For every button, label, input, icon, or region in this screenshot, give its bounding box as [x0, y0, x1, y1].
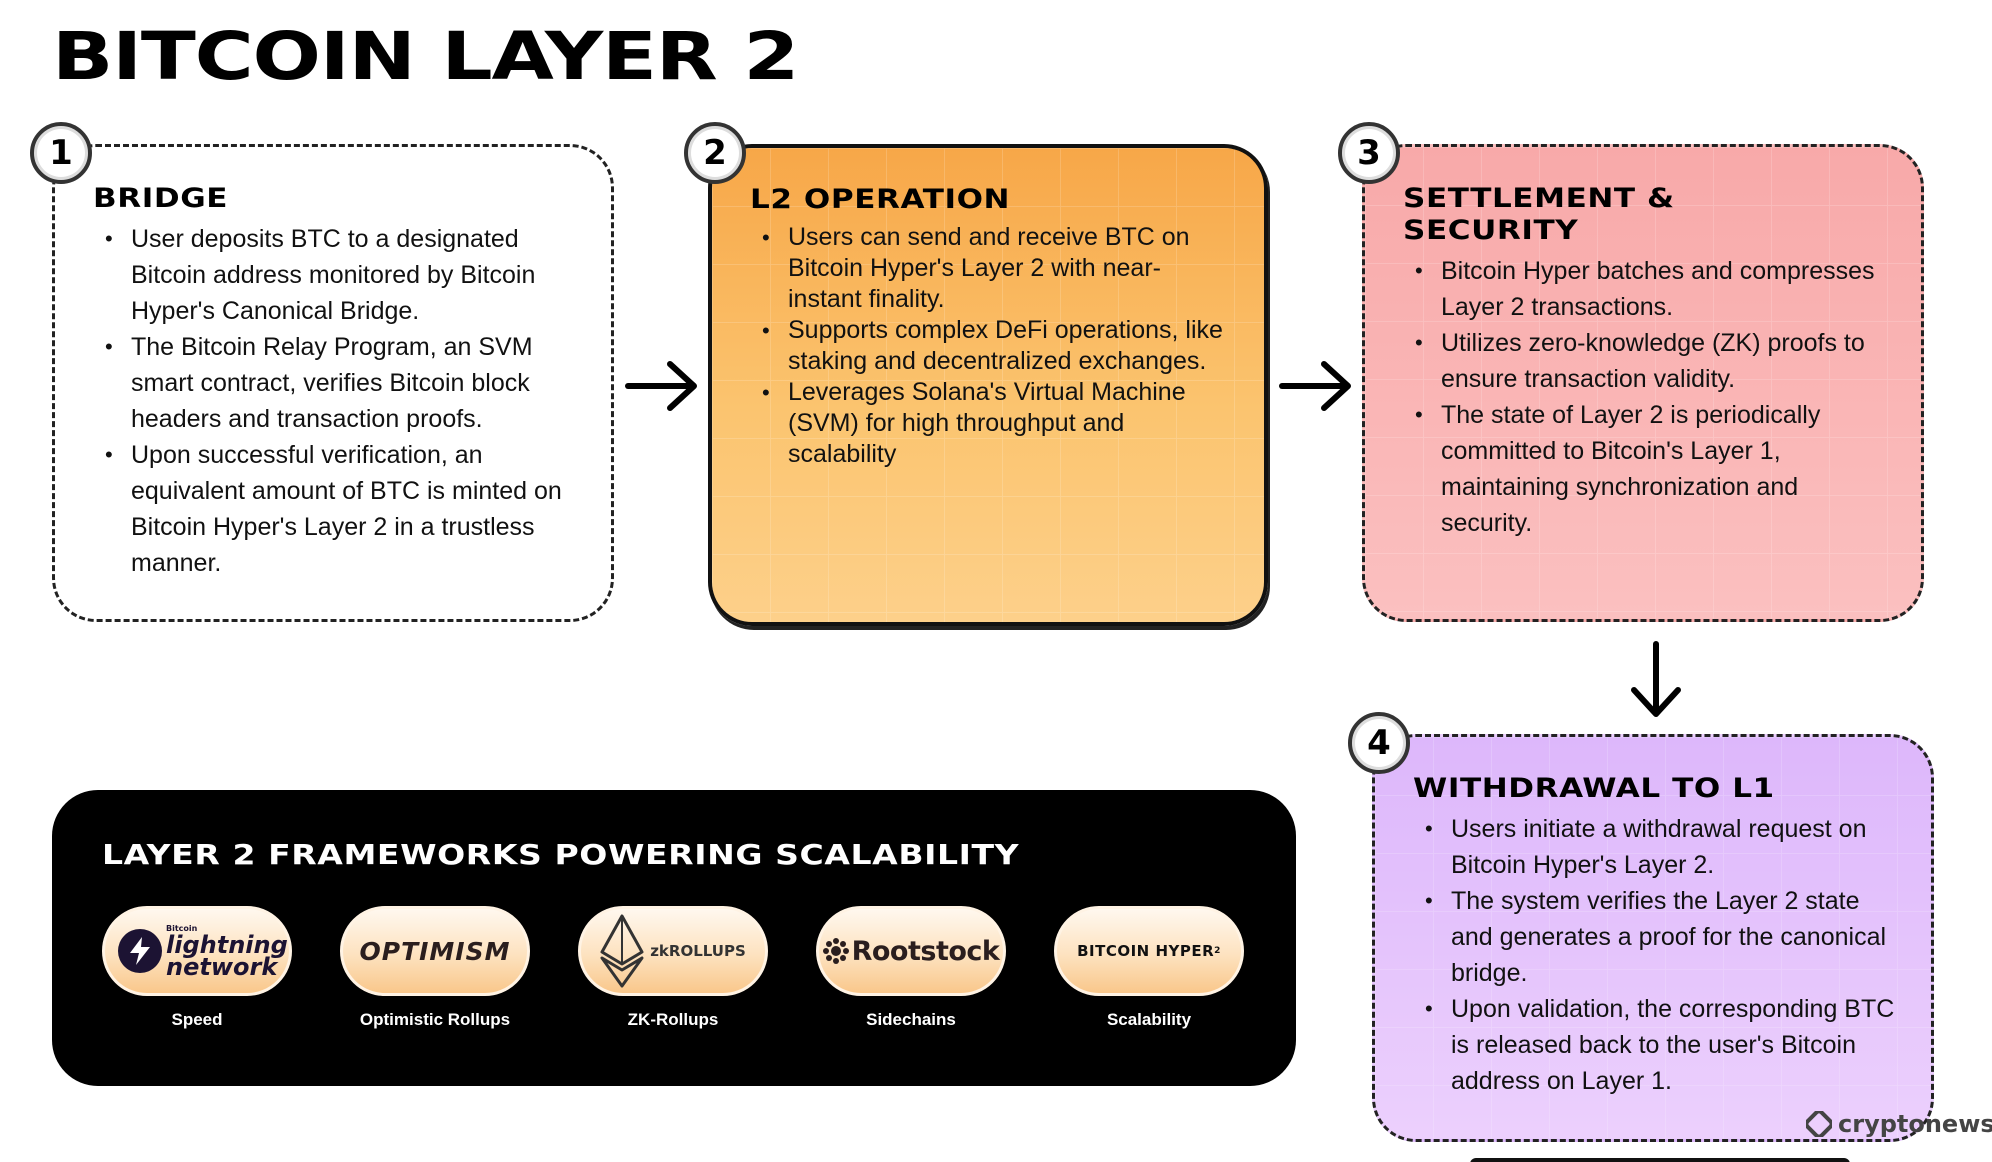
step-bullets: Users initiate a withdrawal request on B… [1413, 811, 1895, 1099]
list-item: The system verifies the Layer 2 state an… [1413, 883, 1895, 991]
bottom-edge-bar [1470, 1158, 1850, 1162]
frameworks-title: LAYER 2 FRAMEWORKS POWERING SCALABILITY [102, 838, 1020, 871]
cryptonews-watermark: cryptonews [1806, 1110, 1992, 1138]
step-bullets: Bitcoin Hyper batches and compresses Lay… [1403, 253, 1885, 541]
step-title: SETTLEMENT & SECURITY [1403, 183, 1675, 246]
list-item: The Bitcoin Relay Program, an SVM smart … [93, 329, 575, 437]
rootstock-gear-icon [822, 938, 849, 964]
list-item: Bitcoin Hyper batches and compresses Lay… [1403, 253, 1885, 325]
list-item: Users can send and receive BTC on Bitcoi… [750, 222, 1228, 315]
step-number-badge: 3 [1338, 122, 1400, 184]
step-number-badge: 1 [30, 122, 92, 184]
page-title: BITCOIN LAYER 2 [52, 18, 799, 95]
framework-logo-optimism: OPTIMISM [340, 906, 530, 996]
framework-item-optimism: OPTIMISM Optimistic Rollups [340, 906, 530, 1030]
framework-label: Optimistic Rollups [359, 1010, 511, 1029]
list-item: Upon successful verification, an equival… [93, 437, 575, 581]
cryptonews-logo-icon [1806, 1111, 1832, 1137]
step-title: BRIDGE [93, 183, 229, 214]
framework-label: ZK-Rollups [627, 1010, 719, 1029]
framework-label: Speed [171, 1010, 223, 1029]
step-card-withdrawal: WITHDRAWAL TO L1 Users initiate a withdr… [1372, 734, 1934, 1142]
arrow-right-icon [625, 361, 697, 411]
framework-item-lightning: Bitcoin lightning network Speed [102, 906, 292, 1030]
framework-item-rootstock: Rootstock Sidechains [816, 906, 1006, 1030]
ethereum-diamond-icon [600, 914, 644, 988]
step-bullets: User deposits BTC to a designated Bitcoi… [93, 221, 575, 581]
framework-label: Scalability [1106, 1010, 1192, 1029]
list-item: Users initiate a withdrawal request on B… [1413, 811, 1895, 883]
step-bullets: Users can send and receive BTC on Bitcoi… [750, 222, 1228, 470]
framework-logo-zkrollups: zkROLLUPS [578, 906, 768, 996]
step-card-l2-operation: L2 OPERATION Users can send and receive … [708, 144, 1268, 626]
framework-item-zkrollups: zkROLLUPS ZK-Rollups [578, 906, 768, 1030]
list-item: User deposits BTC to a designated Bitcoi… [93, 221, 575, 329]
lightning-bolt-icon [118, 929, 162, 973]
step-card-settlement-security: SETTLEMENT & SECURITY Bitcoin Hyper batc… [1362, 144, 1924, 622]
frameworks-panel: LAYER 2 FRAMEWORKS POWERING SCALABILITY … [52, 790, 1296, 1086]
step-number-badge: 4 [1348, 712, 1410, 774]
step-number-badge: 2 [684, 122, 746, 184]
list-item: Upon validation, the corresponding BTC i… [1413, 991, 1895, 1099]
framework-logo-rootstock: Rootstock [816, 906, 1006, 996]
step-title: L2 OPERATION [750, 184, 1011, 215]
list-item: Utilizes zero-knowledge (ZK) proofs to e… [1403, 325, 1885, 397]
step-title: WITHDRAWAL TO L1 [1413, 773, 1775, 804]
list-item: The state of Layer 2 is periodically com… [1403, 397, 1885, 541]
framework-label: Sidechains [866, 1010, 956, 1029]
step-card-bridge: BRIDGE User deposits BTC to a designated… [52, 144, 614, 622]
list-item: Supports complex DeFi operations, like s… [750, 315, 1228, 377]
arrow-right-icon [1279, 361, 1351, 411]
framework-logo-lightning: Bitcoin lightning network [102, 906, 292, 996]
arrow-down-icon [1631, 641, 1681, 717]
list-item: Leverages Solana's Virtual Machine (SVM)… [750, 377, 1228, 470]
